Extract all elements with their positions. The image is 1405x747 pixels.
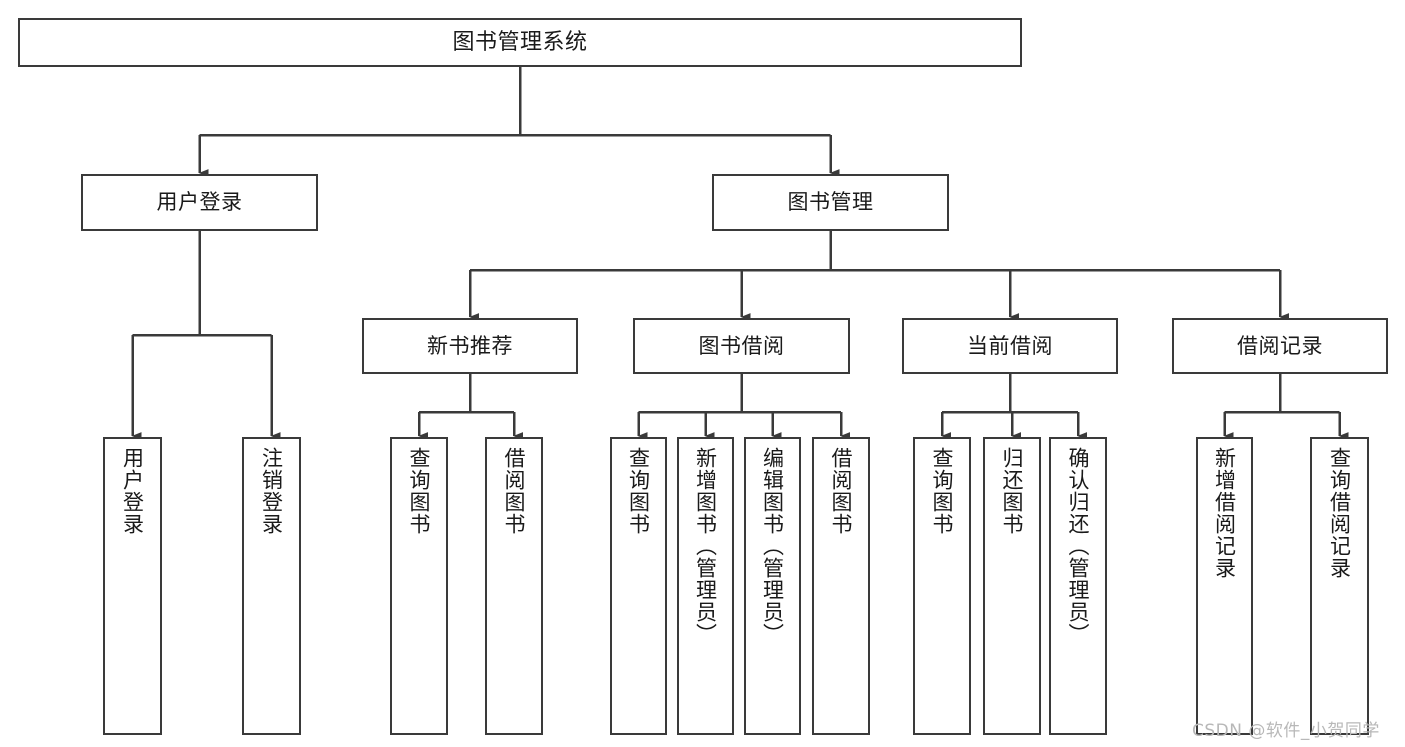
- node-leaf-cur-3[interactable]: 确认归还（管理员）: [1049, 437, 1107, 735]
- node-label-leaf-cur-2: 归还图书: [1000, 447, 1025, 535]
- node-borrow[interactable]: 图书借阅: [633, 318, 850, 374]
- node-label-leaf-borrow-4: 借阅图书: [829, 447, 854, 535]
- node-label-login: 用户登录: [156, 190, 243, 215]
- node-label-leaf-cur-1: 查询图书: [930, 447, 955, 535]
- node-leaf-new-1[interactable]: 查询图书: [390, 437, 448, 735]
- node-label-leaf-borrow-3: 编辑图书（管理员）: [760, 447, 785, 645]
- node-leaf-borrow-2[interactable]: 新增图书（管理员）: [677, 437, 734, 735]
- node-records[interactable]: 借阅记录: [1172, 318, 1388, 374]
- node-leaf-borrow-3[interactable]: 编辑图书（管理员）: [744, 437, 801, 735]
- node-label-bookmgmt: 图书管理: [787, 190, 874, 215]
- node-leaf-login-2[interactable]: 注销登录: [242, 437, 301, 735]
- node-leaf-borrow-4[interactable]: 借阅图书: [812, 437, 870, 735]
- node-label-root: 图书管理系统: [452, 29, 588, 55]
- node-label-leaf-borrow-1: 查询图书: [626, 447, 651, 535]
- node-label-records: 借阅记录: [1237, 333, 1323, 358]
- node-leaf-rec-2[interactable]: 查询借阅记录: [1310, 437, 1369, 735]
- node-label-leaf-borrow-2: 新增图书（管理员）: [693, 447, 718, 645]
- node-label-leaf-login-2: 注销登录: [259, 447, 284, 535]
- node-current[interactable]: 当前借阅: [902, 318, 1118, 374]
- node-label-leaf-new-1: 查询图书: [407, 447, 432, 535]
- node-leaf-cur-2[interactable]: 归还图书: [983, 437, 1041, 735]
- node-label-leaf-rec-2: 查询借阅记录: [1327, 447, 1352, 579]
- node-newbook[interactable]: 新书推荐: [362, 318, 578, 374]
- node-label-borrow: 图书借阅: [698, 333, 785, 358]
- node-label-newbook: 新书推荐: [427, 333, 513, 358]
- node-leaf-borrow-1[interactable]: 查询图书: [610, 437, 667, 735]
- edge-group: [131, 67, 1349, 440]
- node-label-leaf-cur-3: 确认归还（管理员）: [1066, 447, 1091, 645]
- node-leaf-new-2[interactable]: 借阅图书: [485, 437, 543, 735]
- node-root[interactable]: 图书管理系统: [18, 18, 1022, 67]
- node-leaf-login-1[interactable]: 用户登录: [103, 437, 162, 735]
- node-login[interactable]: 用户登录: [81, 174, 318, 231]
- node-bookmgmt[interactable]: 图书管理: [712, 174, 949, 231]
- node-leaf-rec-1[interactable]: 新增借阅记录: [1196, 437, 1253, 735]
- node-label-current: 当前借阅: [967, 333, 1053, 358]
- node-label-leaf-rec-1: 新增借阅记录: [1212, 447, 1237, 579]
- node-label-leaf-new-2: 借阅图书: [502, 447, 527, 535]
- node-label-leaf-login-1: 用户登录: [120, 447, 145, 535]
- node-leaf-cur-1[interactable]: 查询图书: [913, 437, 971, 735]
